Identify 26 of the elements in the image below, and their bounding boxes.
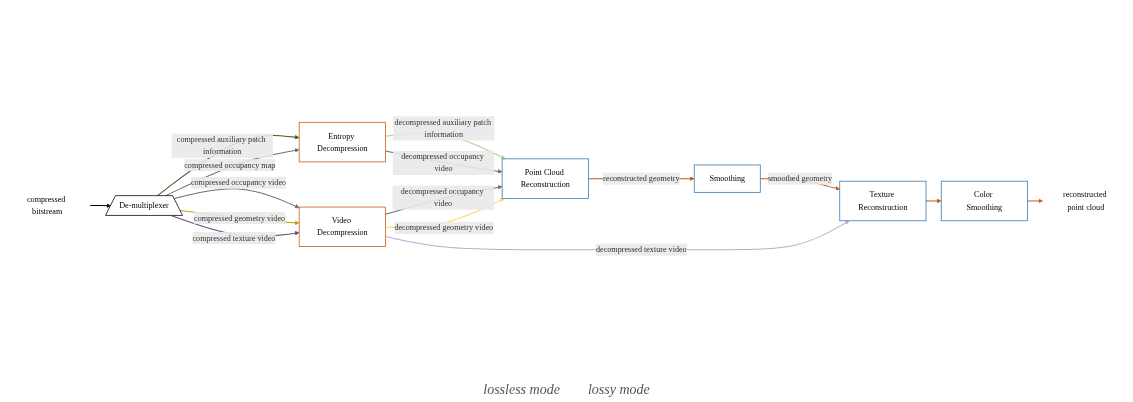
node-box: Texture Reconstruction: [839, 180, 927, 222]
arrow: [173, 188, 300, 209]
node-box: Color Smoothing: [940, 180, 1028, 222]
node-box: Smoothing: [693, 164, 761, 193]
edge-label: decompressed geometry video: [394, 223, 494, 232]
edge-label: compressed occupancy map: [184, 160, 276, 170]
node-text: compressed bitstream: [27, 194, 66, 216]
edge-label: decompressed texture video: [595, 245, 687, 254]
edge-label: decompressed occupancy video: [401, 152, 484, 174]
mode-note: lossy mode: [587, 382, 650, 397]
edge-label: smoothed geometry: [767, 174, 833, 183]
node-box: Entropy Decompression: [298, 121, 386, 163]
edge-label: decompressed auxiliary patch information: [394, 117, 492, 139]
mode-note: lossless mode: [483, 382, 560, 397]
edge-label: compressed occupancy video: [190, 178, 287, 187]
edge-label: decompressed occupancy video: [400, 186, 484, 208]
edge-label: compressed geometry video: [194, 213, 286, 223]
node-box: Video Decompression: [298, 206, 386, 247]
arrow: [925, 198, 942, 204]
arrow: [89, 203, 111, 208]
node-text: reconstructed point cloud: [1062, 190, 1107, 212]
arrow: [384, 220, 850, 251]
edge-label: reconstructed geometry: [603, 174, 680, 183]
node-box: Point Cloud Reconstruction: [501, 158, 589, 199]
arrow: [1026, 198, 1043, 204]
edge-label: compressed texture video: [192, 233, 276, 243]
